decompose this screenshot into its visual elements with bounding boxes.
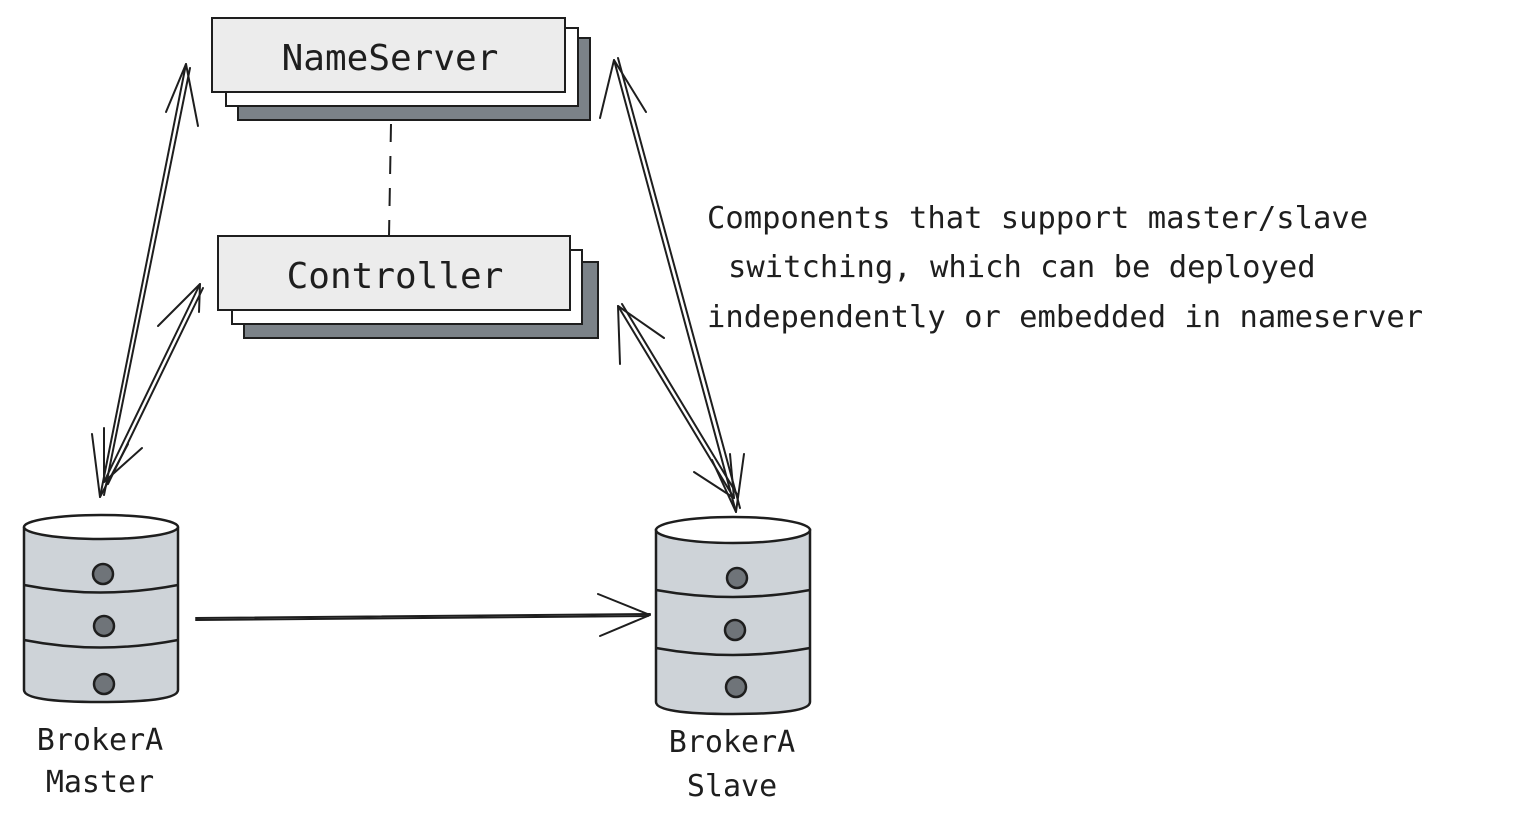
broker-slave-label-line1: BrokerA <box>669 725 795 760</box>
note-text-block: Components that support master/slave swi… <box>707 201 1423 335</box>
nameserver-label: NameServer <box>282 38 499 79</box>
note-line-2: switching, which can be deployed <box>728 250 1316 285</box>
controller-node: Controller <box>217 235 599 339</box>
master-disk-indicator-2 <box>92 614 116 638</box>
controller-label: Controller <box>287 256 504 297</box>
slave-disk-indicator-3 <box>724 675 748 699</box>
note-line-3: independently or embedded in nameserver <box>707 300 1423 335</box>
nameserver-node: NameServer <box>211 17 591 121</box>
slave-disk-indicator-2 <box>723 618 747 642</box>
master-nameserver-arrow <box>91 63 199 498</box>
slave-controller-arrow <box>617 303 739 499</box>
broker-master-label-line2: Master <box>46 765 154 800</box>
slave-nameserver-arrow <box>599 57 745 513</box>
broker-slave-node: BrokerA Slave <box>654 515 812 804</box>
master-disk-indicator-3 <box>92 672 116 696</box>
master-controller-arrow <box>103 283 204 485</box>
broker-slave-label-line2: Slave <box>687 769 777 804</box>
note-line-1: Components that support master/slave <box>707 201 1368 236</box>
broker-master-node: BrokerA Master <box>22 513 180 800</box>
replication-arrow <box>195 593 651 637</box>
broker-master-label-line1: BrokerA <box>37 723 163 758</box>
slave-disk-indicator-1 <box>725 566 749 590</box>
nameserver-controller-dashed-link <box>388 123 392 237</box>
master-disk-indicator-1 <box>91 562 115 586</box>
